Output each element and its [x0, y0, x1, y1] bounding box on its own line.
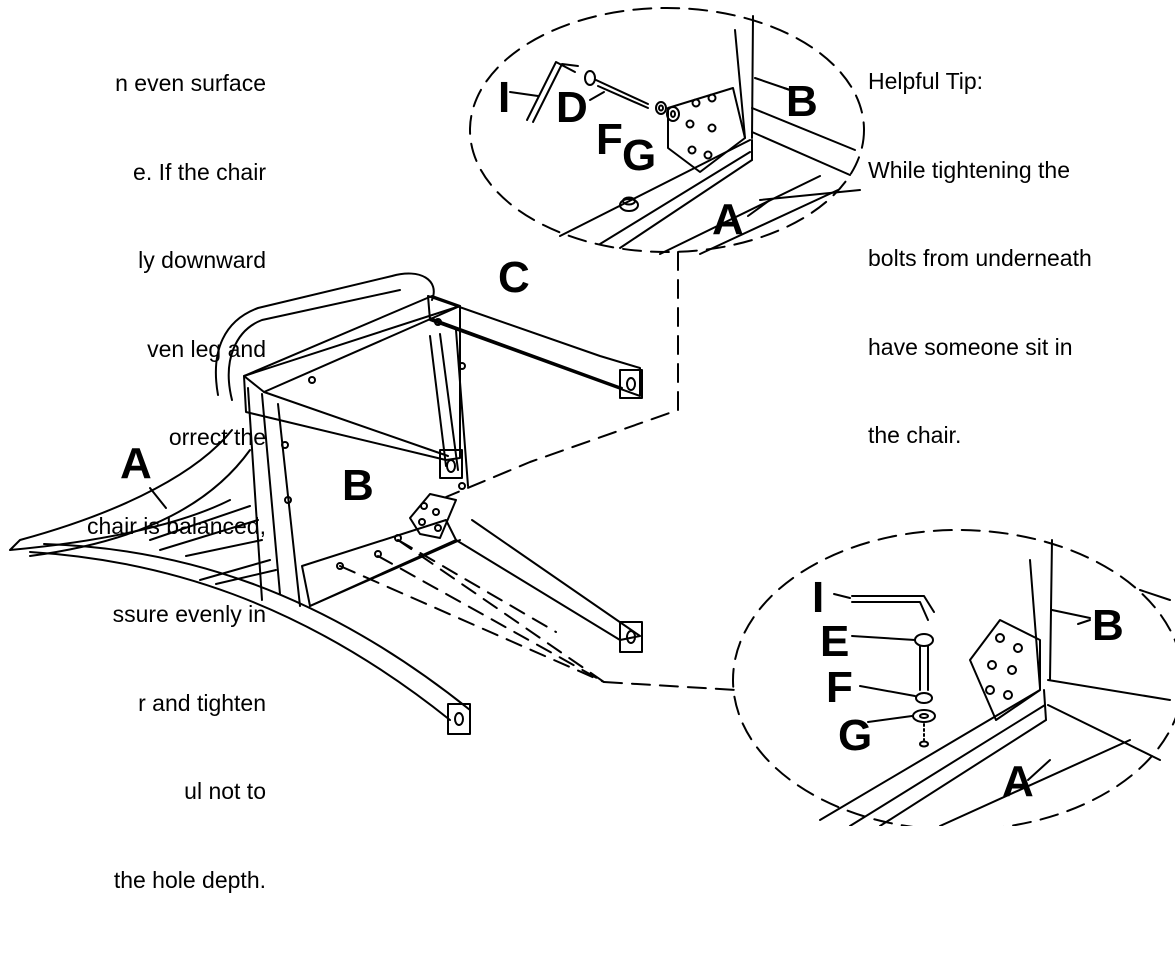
label-top-i: I — [498, 73, 510, 122]
chair-illustration: A B C I D F G B A I E F G B A — [9, 7, 1175, 826]
instruction-line: chair is balanced, — [80, 512, 266, 539]
label-bottom-e: E — [820, 617, 849, 666]
helpful-tip: Helpful Tip: While tightening the bolts … — [868, 8, 1092, 510]
label-main-a: A — [120, 439, 152, 488]
instruction-line: ven leg and — [147, 335, 266, 362]
instruction-line: the hole depth. — [113, 866, 266, 893]
detail-circle-top — [445, 7, 865, 498]
instruction-line: ly downward — [138, 247, 266, 273]
label-bottom-g: G — [838, 711, 872, 760]
label-top-a: A — [712, 195, 744, 244]
instruction-line: e. If the chair — [133, 158, 266, 185]
label-bottom-b: B — [1092, 601, 1124, 650]
detail-circle-bottom — [603, 529, 1175, 826]
tip-line: bolts from underneath — [868, 245, 1092, 271]
label-bottom-f: F — [826, 663, 853, 712]
chair-main — [9, 272, 643, 735]
instruction-line: r and tighten — [138, 689, 266, 716]
label-top-b: B — [786, 77, 818, 126]
assembly-diagram: n even surface e. If the chair ly downwa… — [9, 7, 1175, 893]
label-main-b: B — [342, 461, 374, 510]
label-top-f: F — [596, 115, 623, 164]
instruction-line: n even surface — [115, 70, 266, 96]
instructions-left: n even surface e. If the chair ly downwa… — [0, 10, 266, 954]
instruction-line: ul not to — [184, 778, 266, 804]
tip-line: the chair. — [868, 422, 962, 448]
tip-heading: Helpful Tip: — [868, 68, 984, 94]
label-main-c: C — [498, 253, 530, 302]
tip-line: have someone sit in — [868, 333, 1073, 360]
part-labels: A B C I D F G B A I E F G B A — [120, 73, 1124, 806]
label-top-d: D — [556, 83, 588, 132]
tip-line: While tightening the — [868, 156, 1071, 183]
instruction-line: ssure evenly in — [112, 601, 266, 627]
label-bottom-i: I — [812, 573, 824, 622]
label-bottom-a: A — [1002, 757, 1034, 806]
label-top-g: G — [622, 131, 656, 180]
